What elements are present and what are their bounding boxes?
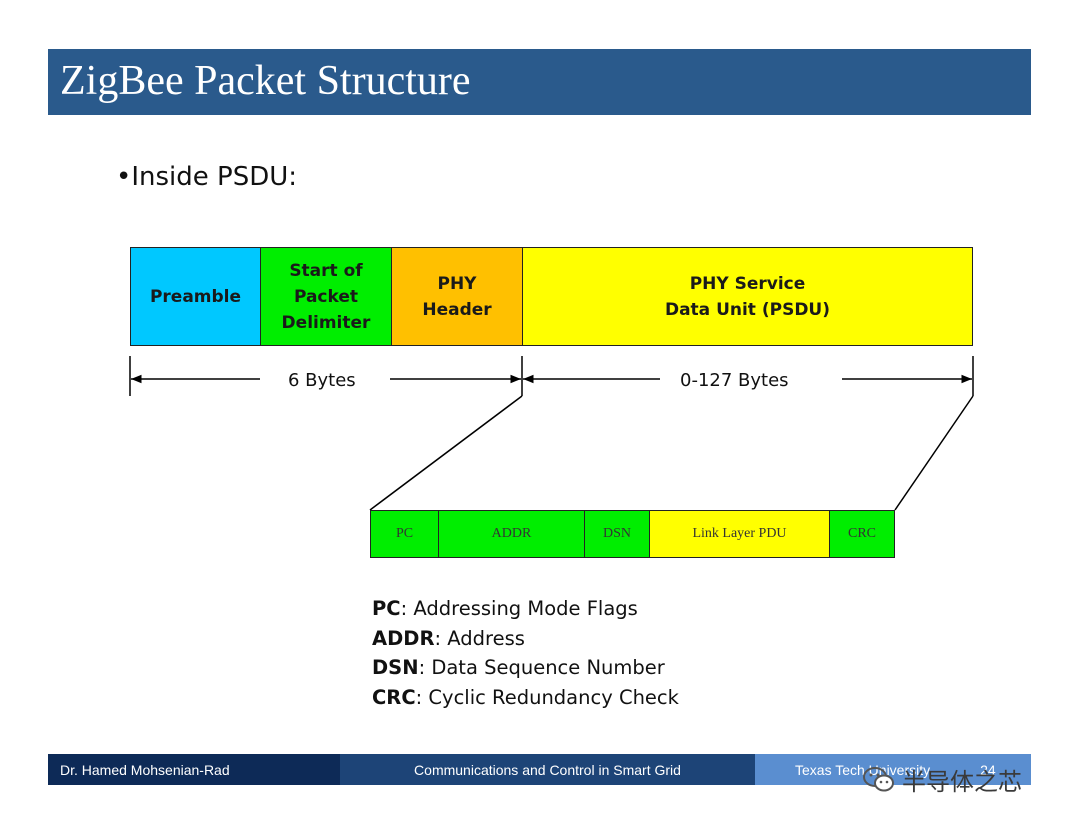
legend-term: PC: [372, 597, 401, 620]
slide-title: ZigBee Packet Structure: [60, 58, 471, 104]
psdu-field-crc: CRC: [830, 510, 895, 558]
legend-term: ADDR: [372, 626, 435, 650]
footer-course: Communications and Control in Smart Grid: [340, 754, 755, 785]
footer-university-text: Texas Tech University: [795, 761, 931, 778]
span-label-psdu-bytes: 0-127 Bytes: [680, 370, 789, 391]
span-label-6-bytes: 6 Bytes: [288, 370, 356, 391]
zoom-line-left: [369, 395, 523, 511]
legend-item-dsn: DSN: Data Sequence Number: [372, 653, 679, 683]
legend-definition: : Address: [434, 626, 525, 650]
footer-course-text: Communications and Control in Smart Grid: [414, 761, 681, 778]
psdu-field-link-layer-pdu: Link Layer PDU: [650, 510, 830, 558]
footer-author-text: Dr. Hamed Mohsenian-Rad: [60, 761, 230, 778]
page-number: 24: [980, 761, 996, 778]
legend-definition: : Cyclic Redundancy Check: [415, 685, 679, 709]
zoom-line-right: [894, 395, 974, 511]
legend-definition: : Addressing Mode Flags: [400, 597, 638, 620]
psdu-field-dsn: DSN: [585, 510, 650, 558]
field-label-line: Header: [422, 299, 492, 320]
field-preamble: Preamble: [130, 247, 261, 346]
legend-item-addr: ADDR: Address: [372, 624, 679, 654]
legend-item-pc: PC: Addressing Mode Flags: [372, 594, 679, 624]
field-label-line: Preamble: [149, 286, 242, 307]
bullet-text: •Inside PSDU:: [116, 162, 298, 192]
legend: PC: Addressing Mode Flags ADDR: Address …: [372, 594, 679, 712]
field-label-line: PHY: [437, 273, 477, 294]
footer-author: Dr. Hamed Mohsenian-Rad: [48, 754, 340, 785]
field-label-line: Data Unit (PSDU): [664, 299, 831, 320]
field-label-line: Delimiter: [281, 312, 371, 333]
psdu-field-addr: ADDR: [439, 510, 585, 558]
field-label-line: PHY Service: [689, 273, 806, 294]
psdu-field-pc: PC: [370, 510, 439, 558]
watermark: 半导体之芯: [862, 762, 1022, 797]
legend-item-crc: CRC: Cyclic Redundancy Check: [372, 683, 679, 713]
legend-term: CRC: [372, 685, 416, 709]
legend-term: DSN: [372, 656, 419, 679]
title-bar: ZigBee Packet Structure: [48, 49, 1031, 115]
legend-definition: : Data Sequence Number: [418, 656, 665, 679]
field-label-line: Packet: [293, 286, 359, 307]
field-label-line: Start of: [289, 260, 363, 281]
field-phy-header: PHY Header: [392, 247, 523, 346]
watermark-text: 半导体之芯: [902, 768, 1022, 796]
wechat-icon: [863, 766, 894, 791]
